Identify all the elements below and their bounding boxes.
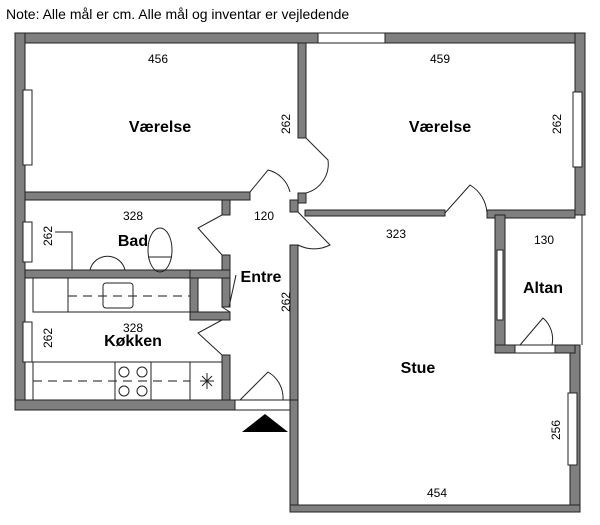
window-top (317, 32, 386, 44)
outer-wall-top-left (14, 32, 319, 44)
label-entre: Entre (241, 269, 282, 286)
window-vaerelse-left (22, 89, 33, 166)
window-bad (22, 221, 33, 263)
window-vaerelse-right (572, 91, 583, 168)
entrance-arrow-icon (242, 414, 288, 432)
plan-note: Note: Alle mål er cm. Alle mål og invent… (6, 6, 350, 22)
label-vaerelse-left: Værelse (129, 119, 191, 136)
dim-stue-depth: 256 (549, 420, 563, 440)
doors (197, 137, 554, 401)
label-altan: Altan (523, 280, 563, 297)
entrance-threshold (234, 399, 291, 411)
dim-entre-width: 120 (254, 209, 274, 223)
outer-wall-bottom-left (14, 399, 236, 411)
label-koekken: Køkken (104, 333, 162, 350)
label-vaerelse-right: Værelse (409, 119, 471, 136)
wall-bad-koekken (24, 269, 196, 279)
fridge-icon (200, 373, 214, 389)
outer-wall-top-right (384, 32, 586, 44)
outer-wall-bottom (289, 504, 581, 513)
dim-vaerelse-left-width: 456 (148, 52, 168, 66)
dim-koekken-depth: 262 (41, 328, 55, 348)
label-bad: Bad (118, 233, 148, 250)
toilet-icon (147, 227, 173, 273)
dim-vaerelse-left-depth: 262 (279, 114, 293, 134)
dim-bad-width: 328 (123, 209, 143, 223)
dim-koekken-width: 328 (123, 321, 143, 335)
dim-stue-bottom-width: 454 (427, 486, 447, 500)
stove-icon (114, 361, 152, 401)
dim-vaerelse-right-width: 459 (430, 52, 450, 66)
dim-vaerelse-right-depth: 262 (550, 114, 564, 134)
window-koekken (22, 321, 33, 363)
wall-between-rooms (297, 42, 307, 139)
window-stue (567, 392, 578, 466)
dim-entre-depth: 262 (279, 292, 293, 312)
dim-bad-depth: 262 (41, 226, 55, 246)
kitchen-sink-icon (102, 282, 134, 309)
label-stue: Stue (401, 360, 436, 377)
sink-icon (89, 255, 126, 271)
wall-stue-top (304, 209, 446, 217)
dim-stue-width: 323 (386, 227, 406, 241)
outer-wall-stue-left (289, 399, 299, 513)
dim-altan-width: 130 (534, 233, 554, 247)
door-altan-glass (496, 249, 504, 321)
wall-vaerelse-bad (24, 191, 251, 201)
